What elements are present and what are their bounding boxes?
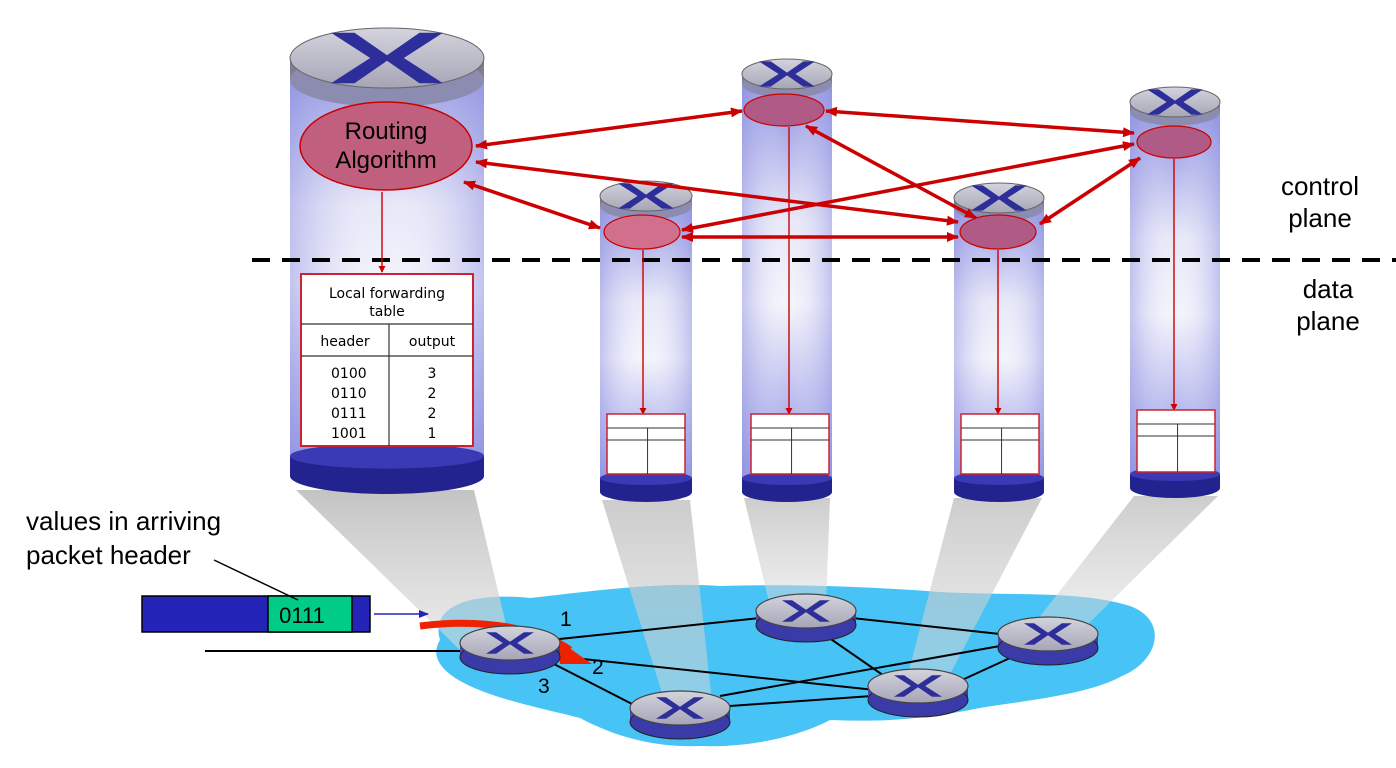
router-cross-icon-shape bbox=[331, 32, 443, 84]
control-plane-label-line1: control bbox=[1281, 171, 1359, 201]
beam-router-c bbox=[744, 498, 830, 606]
mini-table-frame bbox=[606, 413, 686, 475]
network-router-c bbox=[755, 593, 857, 643]
routing-algorithm-label-line1: Routing bbox=[345, 118, 428, 145]
beam-router-d bbox=[906, 498, 1042, 682]
router-cross-icon-shape bbox=[1024, 623, 1072, 645]
forwarding-table-header-cell: 0111 bbox=[331, 406, 367, 422]
link-c-e bbox=[851, 617, 1001, 635]
forwarding-table-frame bbox=[300, 273, 474, 447]
mini-table-frame bbox=[750, 413, 830, 475]
beam-router-b bbox=[602, 500, 712, 706]
link-b-e bbox=[719, 645, 1001, 697]
cylinder-base-ellipse bbox=[600, 482, 692, 502]
mini-table-e bbox=[1136, 409, 1216, 473]
control-agent-d bbox=[959, 214, 1037, 250]
forwarding-arrowhead bbox=[558, 640, 592, 664]
control-agent-c bbox=[743, 93, 825, 127]
control-plane-label-line2: plane bbox=[1288, 203, 1352, 233]
packet-caption-pointer bbox=[213, 559, 299, 601]
router-cross-icon-shape bbox=[656, 697, 704, 719]
table-install-arrows bbox=[378, 127, 1178, 415]
router-cross-icon bbox=[759, 61, 815, 87]
cylinder-base-ellipse bbox=[742, 482, 832, 502]
forwarding-table-rows: 0100 3 0110 2 0111 2 1001 1 bbox=[331, 366, 436, 442]
mini-forwarding-tables bbox=[606, 409, 1216, 475]
router-cross-icon-shape bbox=[759, 61, 815, 87]
forwarding-table-output-cell: 1 bbox=[428, 426, 437, 442]
port-label-1: 1 bbox=[560, 608, 572, 631]
msg-d-e bbox=[1039, 156, 1141, 226]
forwarding-table-output-cell: 2 bbox=[428, 386, 437, 402]
cylinder-base-ellipse bbox=[1130, 478, 1220, 498]
routing-algorithm-label-line2: Algorithm bbox=[335, 147, 436, 174]
port-label-3: 3 bbox=[538, 675, 550, 698]
router-cross-icon-shape bbox=[782, 600, 830, 622]
link-b-d bbox=[729, 695, 873, 707]
mini-table-frame bbox=[960, 413, 1040, 475]
forwarding-table-header-cell: 1001 bbox=[331, 426, 367, 442]
arriving-packet: 0111 bbox=[141, 559, 429, 633]
port-label-2: 2 bbox=[592, 656, 604, 679]
forwarding-table-output-cell: 3 bbox=[428, 366, 437, 382]
router-cross-icon-shape bbox=[1147, 89, 1203, 115]
msg-a-b bbox=[463, 180, 601, 230]
router-cross-icon-shape bbox=[894, 675, 942, 697]
network-links bbox=[205, 617, 1011, 709]
routing-algorithm-ellipse bbox=[299, 101, 473, 191]
msg-a-c bbox=[475, 107, 743, 150]
forwarding-table-header-cell: 0100 bbox=[331, 366, 367, 382]
forwarding-table-title-line2: table bbox=[369, 304, 404, 320]
cylinder-base-ellipse bbox=[290, 458, 484, 494]
control-messages bbox=[463, 106, 1141, 242]
packet-header-field bbox=[267, 595, 353, 633]
network-routers bbox=[459, 593, 1099, 740]
router-cross-icon bbox=[331, 32, 443, 84]
mini-table-c bbox=[750, 413, 830, 475]
network-router-b bbox=[629, 690, 731, 740]
packet-header-value: 0111 bbox=[279, 603, 325, 628]
router-cross-icon bbox=[1024, 623, 1072, 645]
beam-router-a bbox=[296, 490, 512, 652]
network-router-e bbox=[997, 616, 1099, 666]
control-agent-e bbox=[1136, 125, 1212, 159]
forwarding-table-col-output: output bbox=[409, 334, 456, 350]
router-cross-icon bbox=[782, 600, 830, 622]
projection-beams bbox=[296, 490, 1218, 706]
mini-table-d bbox=[960, 413, 1040, 475]
router-cross-icon-shape bbox=[486, 632, 534, 654]
network-router-d bbox=[867, 668, 969, 718]
router-cross-icon bbox=[486, 632, 534, 654]
forwarding-table-title-line1: Local forwarding bbox=[329, 286, 445, 302]
local-forwarding-table: Local forwarding table header output 010… bbox=[300, 273, 474, 447]
router-cross-icon bbox=[656, 697, 704, 719]
beam-router-e bbox=[1034, 496, 1218, 626]
msg-c-e bbox=[825, 106, 1135, 138]
cylinder-base-rim bbox=[290, 443, 484, 469]
link-a-b bbox=[549, 661, 641, 709]
link-a-d bbox=[554, 655, 876, 691]
forwarding-table-header-cell: 0110 bbox=[331, 386, 367, 402]
packet-caption-line1: values in arriving bbox=[26, 506, 221, 536]
cylinder-base-ellipse bbox=[954, 482, 1044, 502]
network-router-a bbox=[459, 625, 561, 675]
router-cross-icon bbox=[1147, 89, 1203, 115]
mini-table-b bbox=[606, 413, 686, 475]
forwarding-table-col-header: header bbox=[320, 334, 370, 350]
data-plane-label-line2: plane bbox=[1296, 306, 1360, 336]
router-cross-icon bbox=[894, 675, 942, 697]
link-a-c bbox=[549, 617, 761, 641]
link-d-e bbox=[961, 657, 1011, 681]
forwarding-table-output-cell: 2 bbox=[428, 406, 437, 422]
data-plane-label-line1: data bbox=[1303, 274, 1354, 304]
control-agent-b bbox=[603, 214, 681, 250]
packet-caption-line2: packet header bbox=[26, 540, 191, 570]
mini-table-frame bbox=[1136, 409, 1216, 473]
